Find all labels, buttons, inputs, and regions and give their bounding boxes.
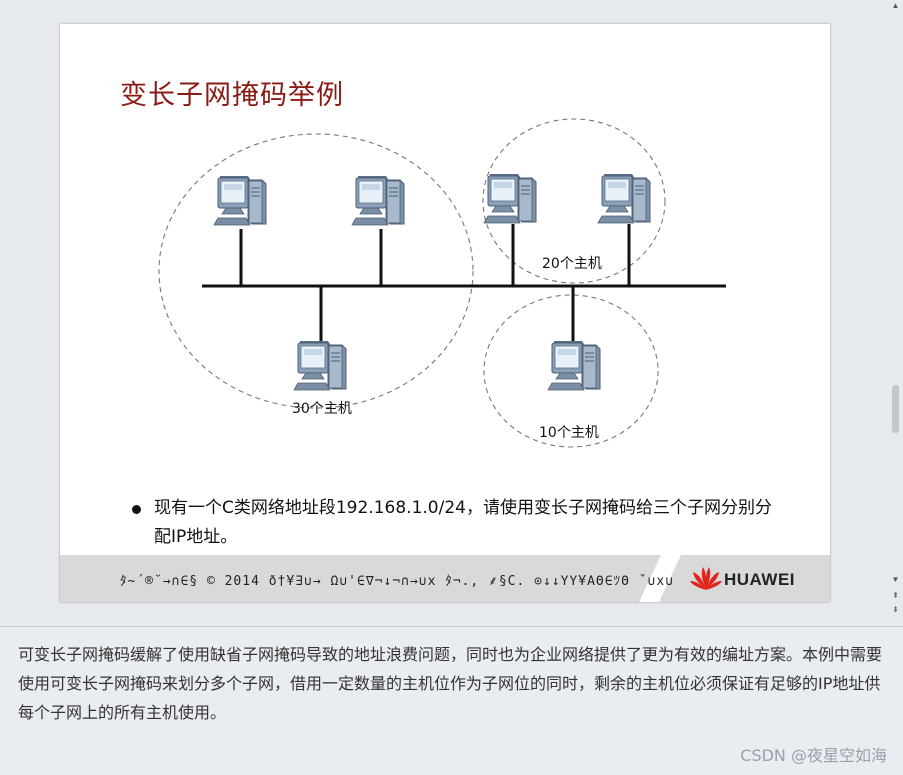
brand-name: HUAWEI	[724, 570, 795, 589]
computer-icon	[293, 340, 347, 391]
network-diagram	[158, 118, 726, 448]
slide: 变长子网掩码举例	[60, 24, 830, 602]
page-up-icon[interactable]: ⇞	[892, 591, 899, 600]
arrow-up-icon[interactable]: ▲	[891, 1, 900, 10]
subnet-label-10: 10个主机	[539, 425, 599, 441]
subnet-label-20: 20个主机	[542, 256, 602, 272]
computer-icon	[547, 340, 601, 391]
csdn-watermark: CSDN @夜星空如海	[740, 746, 887, 765]
huawei-petal-icon	[690, 567, 722, 590]
divider	[0, 626, 903, 627]
computer-icon	[483, 173, 537, 224]
slide-title: 变长子网掩码举例	[120, 80, 344, 111]
bullet-item: 现有一个C类网络地址段192.168.1.0/24，请使用变长子网掩码给三个子网…	[132, 494, 772, 552]
vertical-scrollbar[interactable]: ▲ ▼ ⇞ ⇟	[888, 0, 903, 627]
description-paragraph: 可变长子网掩码缓解了使用缺省子网掩码导致的地址浪费问题，同时也为企业网络提供了更…	[18, 645, 883, 722]
huawei-logo: HUAWEI	[690, 564, 795, 592]
footer-copyright: ﾀ~´®˘→∩∈§ © 2014 ð†¥∃∪→ Ω∪'∈∇¬↓¬∩→∪x ﾀ¬.…	[120, 574, 675, 589]
computer-icon	[351, 175, 405, 226]
computer-icon	[213, 175, 267, 226]
arrow-down-icon[interactable]: ▼	[891, 575, 900, 584]
subnet-label-30: 30个主机	[292, 401, 352, 417]
computer-icon	[597, 173, 651, 224]
slide-footer: ﾀ~´®˘→∩∈§ © 2014 ð†¥∃∪→ Ω∪'∈∇¬↓¬∩→∪x ﾀ¬.…	[60, 555, 830, 602]
document-viewer: 变长子网掩码举例	[60, 0, 903, 627]
bullet-text: 现有一个C类网络地址段192.168.1.0/24，请使用变长子网掩码给三个子网…	[154, 498, 772, 547]
subnet-30-circle	[158, 133, 474, 409]
bullet-dot	[132, 505, 141, 514]
page-down-icon[interactable]: ⇟	[892, 605, 899, 614]
subnet-20-circle	[482, 118, 666, 284]
subnet-10-circle	[483, 294, 659, 448]
scrollbar-thumb[interactable]	[892, 385, 899, 433]
